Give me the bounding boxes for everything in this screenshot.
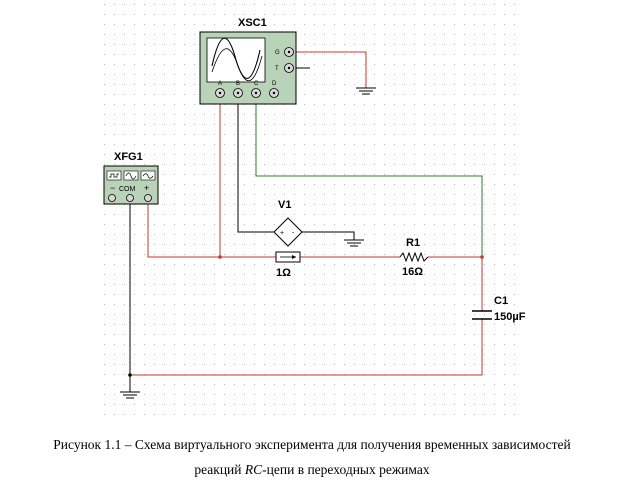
ground-icon — [120, 391, 140, 399]
pin-label-b: B — [236, 81, 240, 87]
pin-t-dot — [287, 66, 291, 70]
junction-dot — [218, 255, 222, 259]
wire-gen-plus — [147, 198, 276, 258]
oscilloscope-wave-icon — [211, 48, 263, 81]
wire-channel-b — [237, 96, 276, 233]
generator-minus-label: − — [110, 183, 115, 193]
caption-line-2-end: -цепи в переходных режимах — [262, 462, 430, 477]
generator-pin-minus[interactable] — [108, 194, 116, 202]
capacitor-label: C1 — [494, 295, 508, 307]
capacitor-c1[interactable]: C1 150µF — [472, 295, 526, 323]
figure-caption: Рисунок 1.1 – Схема виртуального экспери… — [0, 432, 624, 482]
generator-com-label: COM — [119, 186, 136, 193]
voltmeter-body — [273, 217, 303, 247]
pin-d-dot — [272, 91, 276, 95]
caption-line-2: реакций RC-цепи в переходных режимах — [0, 457, 624, 482]
oscilloscope-xsc1[interactable]: XSC1 G T A B C D — [199, 17, 297, 105]
function-generator-xfg1[interactable]: XFG1 − COM + — [103, 151, 159, 205]
wire-scope-g — [296, 51, 367, 88]
generator-label: XFG1 — [114, 151, 143, 163]
voltmeter-plus-label: + — [280, 230, 284, 237]
triangle-wave-icon — [142, 173, 154, 179]
pin-b-dot — [236, 91, 240, 95]
wire-c1-return — [130, 319, 483, 376]
voltmeter-label: V1 — [278, 199, 291, 211]
square-wave-icon — [109, 173, 119, 178]
pin-c-dot — [254, 91, 258, 95]
generator-plus-label: + — [144, 183, 149, 193]
junction-dot — [128, 373, 132, 377]
pin-label-a: A — [218, 81, 222, 87]
capacitor-value: 150µF — [494, 311, 526, 323]
wire-channel-c — [255, 96, 483, 257]
shunt-value: 1Ω — [276, 267, 291, 279]
sine-wave-icon — [125, 172, 137, 180]
generator-pin-com[interactable] — [126, 194, 134, 202]
voltmeter-v1[interactable]: V1 + - — [273, 199, 303, 247]
circuit-schematic: XSC1 G T A B C D XFG1 − — [96, 0, 526, 416]
pin-label-t: T — [275, 66, 279, 72]
voltmeter-minus-label: - — [292, 230, 295, 237]
resistor-r1[interactable]: R1 16Ω — [399, 237, 429, 278]
wires — [129, 51, 483, 392]
oscilloscope-label: XSC1 — [238, 17, 267, 29]
resistor-label: R1 — [406, 237, 420, 249]
ground-icon — [344, 239, 364, 247]
caption-line-2-start: реакций — [194, 462, 245, 477]
ground-icon — [356, 87, 376, 95]
grid-background — [96, 0, 520, 416]
pin-label-c: C — [254, 81, 259, 87]
shunt-arrowhead-icon — [292, 255, 296, 259]
caption-line-1: Рисунок 1.1 – Схема виртуального экспери… — [53, 437, 571, 452]
pin-label-d: D — [272, 81, 277, 87]
wire-voltmeter-ground — [300, 231, 355, 240]
junction-dot — [480, 255, 484, 259]
pin-a-dot — [218, 91, 222, 95]
resistor-value: 16Ω — [402, 266, 423, 278]
pin-g-dot — [287, 50, 291, 54]
pin-label-g: G — [275, 50, 280, 56]
generator-pin-plus[interactable] — [144, 194, 152, 202]
shunt-resistor[interactable]: 1Ω — [275, 251, 301, 279]
resistor-zigzag-icon — [399, 251, 429, 263]
caption-rc: RC — [244, 462, 263, 477]
